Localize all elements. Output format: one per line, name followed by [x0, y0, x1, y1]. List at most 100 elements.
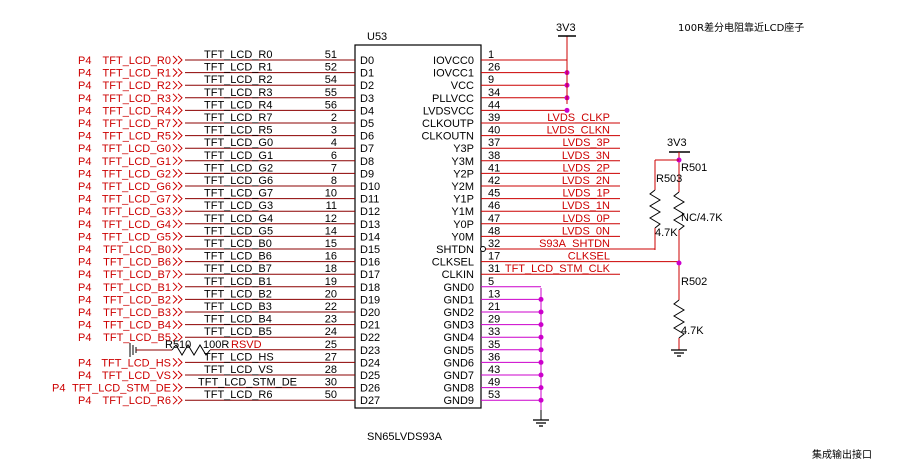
net-label: TFT_LCD_G6 [204, 175, 273, 187]
offpage-label: TFT_LCD_G6 [102, 181, 171, 193]
pin-number: 34 [488, 87, 500, 99]
pin-name: D25 [360, 370, 380, 382]
offpage-connector [177, 194, 183, 203]
pin-number: 35 [488, 339, 500, 351]
port-label: P4 [78, 194, 91, 206]
offpage-connector [172, 93, 178, 103]
net-label: LVDS_0P [563, 213, 611, 225]
pin-number: 14 [325, 225, 337, 237]
pin-name: D23 [360, 345, 380, 357]
pin-number: 4 [331, 137, 337, 149]
offpage-label: TFT_LCD_G7 [102, 194, 171, 206]
pin-number: 23 [325, 314, 337, 326]
pin-name: LVDSVCC [423, 105, 474, 117]
offpage-connector [177, 257, 183, 266]
pin-name: SHTDN [436, 244, 474, 256]
pin-name: D10 [360, 181, 380, 193]
ic-reference: U53 [367, 31, 387, 43]
offpage-connector [177, 118, 183, 128]
pin-number: 19 [325, 276, 337, 288]
pin-name: GND3 [443, 320, 474, 332]
pin-name: D14 [360, 231, 380, 243]
pin-number: 38 [488, 150, 500, 162]
pin-number: 46 [488, 200, 500, 212]
port-label: P4 [78, 231, 91, 243]
offpage-connector [172, 320, 178, 329]
port-label: P4 [78, 206, 91, 218]
offpage-connector [172, 181, 178, 191]
offpage-connector [172, 169, 178, 178]
r510-zigzag [171, 344, 211, 356]
pin-number: 55 [325, 87, 337, 99]
pin-name: IOVCC1 [433, 68, 474, 80]
offpage-label: TFT_LCD_G2 [102, 168, 171, 180]
net-label: RSVD [231, 339, 262, 351]
net-label: S93A_SHTDN [539, 238, 610, 250]
note-bottom-right: 集成输出接口 [812, 448, 872, 460]
r503-zigzag [649, 189, 661, 229]
net-label: TFT_LCD_HS [204, 351, 274, 363]
port-label: P4 [78, 294, 91, 306]
offpage-connector [177, 282, 183, 292]
offpage-connector [177, 269, 183, 279]
pin-name: D27 [360, 395, 380, 407]
offpage-connector [172, 131, 178, 140]
pin-name: D16 [360, 257, 380, 269]
net-label: TFT_LCD_B0 [204, 238, 272, 250]
offpage-label: TFT_LCD_STM_DE [72, 383, 171, 395]
pin-number: 54 [325, 74, 337, 86]
offpage-label: TFT_LCD_G4 [102, 219, 171, 231]
pin-number: 40 [488, 125, 500, 137]
offpage-label: TFT_LCD_B5 [103, 332, 171, 344]
offpage-label: TFT_LCD_G0 [102, 143, 171, 155]
port-label: P4 [78, 269, 91, 281]
pin-number: 49 [488, 377, 500, 389]
net-label: TFT_LCD_B3 [204, 301, 272, 313]
pin-name: D13 [360, 219, 380, 231]
port-label: P4 [78, 93, 91, 105]
port-label: P4 [78, 55, 91, 67]
ic-part-number: SN65LVDS93A [367, 431, 443, 443]
pin-name: GND0 [443, 282, 474, 294]
offpage-label: TFT_LCD_B2 [103, 294, 171, 306]
offpage-connector [177, 395, 183, 405]
offpage-connector [172, 358, 178, 367]
pin-name: CLKSEL [432, 257, 474, 269]
offpage-label: TFT_LCD_R2 [103, 80, 171, 92]
port-label: P4 [78, 168, 91, 180]
pin-name: D6 [360, 131, 374, 143]
offpage-connector [172, 282, 178, 292]
pin-name: VCC [451, 80, 474, 92]
offpage-connector [177, 332, 183, 342]
pin-name: D21 [360, 320, 380, 332]
net-label: TFT_LCD_G7 [204, 188, 273, 200]
pin-name: D15 [360, 244, 380, 256]
supply-label-top: 3V3 [556, 22, 576, 34]
net-label: TFT_LCD_R7 [204, 112, 272, 124]
offpage-label: TFT_LCD_R3 [103, 93, 171, 105]
port-label: P4 [78, 80, 91, 92]
port-label: P4 [78, 307, 91, 319]
port-label: P4 [78, 181, 91, 193]
r510-value: 100R [203, 339, 229, 351]
offpage-label: TFT_LCD_R0 [103, 55, 171, 67]
pin-name: Y3P [453, 143, 474, 155]
offpage-connector [177, 370, 183, 380]
pin-name: D18 [360, 282, 380, 294]
pin-number: 7 [331, 162, 337, 174]
pin-number: 44 [488, 99, 500, 111]
net-label: TFT_LCD_G0 [204, 137, 273, 149]
pin-name: D5 [360, 118, 374, 130]
pin-number: 45 [488, 188, 500, 200]
r501-ref: R501 [681, 162, 707, 174]
offpage-label: TFT_LCD_B4 [103, 320, 171, 332]
offpage-label: TFT_LCD_B1 [103, 282, 171, 294]
offpage-connector [177, 106, 183, 115]
pin-number: 17 [488, 251, 500, 263]
offpage-label: TFT_LCD_B0 [103, 244, 171, 256]
pin-name: D1 [360, 68, 374, 80]
pin-number: 53 [488, 389, 500, 401]
offpage-connector [172, 206, 178, 216]
pin-name: GND2 [443, 307, 474, 319]
offpage-label: TFT_LCD_R6 [103, 395, 171, 407]
